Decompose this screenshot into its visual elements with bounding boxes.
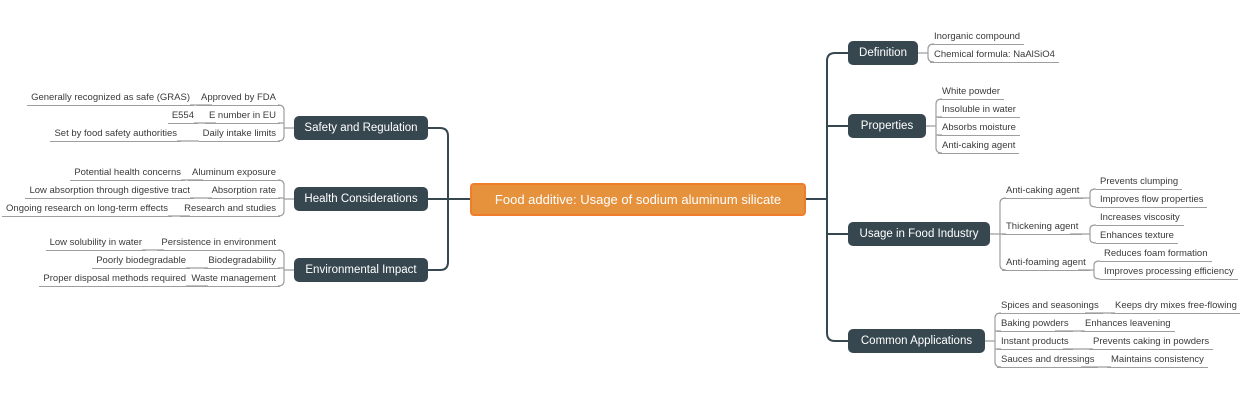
branch-node-safety-and-regulation[interactable]: Safety and Regulation [294,116,428,140]
leaf-e554[interactable]: E554 [167,109,198,124]
leaf-instant-products[interactable]: Instant products [997,335,1073,350]
branch-node-common-applications[interactable]: Common Applications [848,329,985,353]
leaf-aluminum-exposure[interactable]: Aluminum exposure [188,166,280,181]
leaf-improves-flow-properties[interactable]: Improves flow properties [1096,193,1208,208]
safety-bracket [277,104,294,142]
leaf-thickening-agent[interactable]: Thickening agent [1002,220,1083,235]
right-trunk-line [826,52,849,342]
leaf-insoluble-in-water[interactable]: Insoluble in water [938,103,1020,118]
leaf-absorbs-moisture[interactable]: Absorbs moisture [938,121,1020,136]
common-bracket [985,312,1002,368]
leaf-baking-powders[interactable]: Baking powders [997,317,1073,332]
leaf-sauces-and-dressings[interactable]: Sauces and dressings [997,353,1099,368]
leaf-approved-by-fda[interactable]: Approved by FDA [197,91,280,106]
leaf-enhances-texture[interactable]: Enhances texture [1096,229,1178,244]
leaf-increases-viscosity[interactable]: Increases viscosity [1096,211,1184,226]
leaf-reduces-foam-formation[interactable]: Reduces foam formation [1100,247,1212,262]
branch-node-usage-in-food-industry[interactable]: Usage in Food Industry [848,222,990,246]
main-branch-lines [427,52,849,342]
leaf-research-and-studies[interactable]: Research and studies [180,202,280,217]
leaf-proper-disposal[interactable]: Proper disposal methods required [39,272,190,287]
environmental-bracket [277,249,294,287]
leaf-daily-intake-limits[interactable]: Daily intake limits [198,127,280,142]
branch-node-properties[interactable]: Properties [848,114,926,138]
leaf-potential-health-concerns[interactable]: Potential health concerns [70,166,185,181]
leaf-set-by-food-safety-authorities[interactable]: Set by food safety authorities [50,127,181,142]
leaf-persistence-in-environment[interactable]: Persistence in environment [157,236,280,251]
leaf-ongoing-research[interactable]: Ongoing research on long-term effects [2,202,172,217]
properties-bracket [926,98,943,154]
leaf-e-number-in-eu[interactable]: E number in EU [204,109,280,124]
branch-node-environmental-impact[interactable]: Environmental Impact [294,258,428,282]
left-trunk-line [427,127,471,271]
leaf-anti-foaming-agent[interactable]: Anti-foaming agent [1002,256,1090,271]
central-topic[interactable]: Food additive: Usage of sodium aluminum … [470,183,806,216]
leaf-enhances-leavening[interactable]: Enhances leavening [1081,317,1175,332]
leaf-prevents-caking-in-powders[interactable]: Prevents caking in powders [1089,335,1214,350]
leaf-anti-caking-agent-property[interactable]: Anti-caking agent [938,139,1020,154]
branch-node-health-considerations[interactable]: Health Considerations [294,187,428,211]
leaf-inorganic-compound[interactable]: Inorganic compound [930,30,1025,45]
leaf-waste-management[interactable]: Waste management [187,272,280,287]
leaf-prevents-clumping[interactable]: Prevents clumping [1096,175,1183,190]
leaf-maintains-consistency[interactable]: Maintains consistency [1107,353,1208,368]
leaf-biodegradability[interactable]: Biodegradability [204,254,280,269]
branch-node-definition[interactable]: Definition [848,41,918,65]
leaf-chemical-formula[interactable]: Chemical formula: NaAlSiO4 [930,48,1059,63]
leaf-absorption-rate[interactable]: Absorption rate [207,184,280,199]
leaf-low-solubility-in-water[interactable]: Low solubility in water [45,236,146,251]
leaf-white-powder[interactable]: White powder [938,85,1005,100]
leaf-poorly-biodegradable[interactable]: Poorly biodegradable [92,254,190,269]
leaf-keeps-dry-mixes-free-flowing[interactable]: Keeps dry mixes free-flowing [1111,299,1240,314]
health-bracket [277,179,294,217]
leaf-spices-and-seasonings[interactable]: Spices and seasonings [997,299,1103,314]
leaf-anti-caking-agent[interactable]: Anti-caking agent [1002,184,1084,199]
leaf-low-absorption[interactable]: Low absorption through digestive tract [25,184,194,199]
leaf-improves-processing-efficiency[interactable]: Improves processing efficiency [1100,265,1238,280]
leaf-gras[interactable]: Generally recognized as safe (GRAS) [27,91,194,106]
